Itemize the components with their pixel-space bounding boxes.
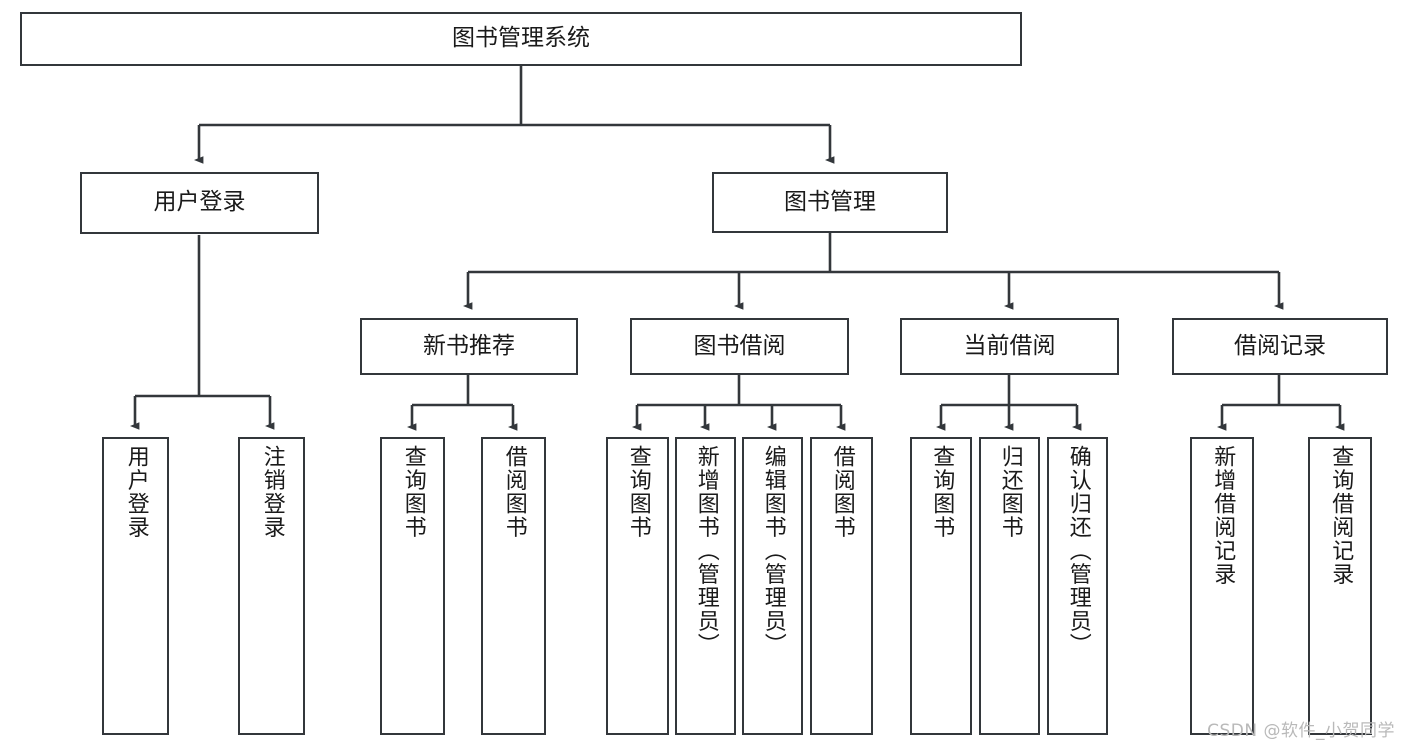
- node-label: 查询图书: [929, 445, 955, 539]
- leaf-current-query-book[interactable]: 查询图书: [910, 437, 972, 735]
- node-label: 查询借阅记录: [1328, 445, 1354, 586]
- node-book-management[interactable]: 图书管理: [712, 172, 948, 233]
- node-label: 新书推荐: [423, 332, 515, 359]
- node-user-login[interactable]: 用户登录: [80, 172, 319, 234]
- leaf-borrow-query-book[interactable]: 查询图书: [606, 437, 669, 735]
- node-borrow-record[interactable]: 借阅记录: [1172, 318, 1388, 375]
- node-label: 注销登录: [259, 445, 285, 539]
- node-label: 当前借阅: [963, 332, 1056, 359]
- node-label: 确认归还（管理员）: [1065, 445, 1091, 657]
- node-current-borrow[interactable]: 当前借阅: [900, 318, 1119, 375]
- node-label: 图书管理: [784, 188, 876, 215]
- leaf-borrow-lend-book[interactable]: 借阅图书: [810, 437, 873, 735]
- node-label: 归还图书: [997, 445, 1023, 539]
- leaf-borrow-add-book[interactable]: 新增图书（管理员）: [675, 437, 736, 735]
- watermark-text: CSDN @软件_小贺同学: [1207, 721, 1395, 741]
- node-label: 图书借阅: [693, 332, 786, 359]
- node-label: 编辑图书（管理员）: [760, 445, 786, 657]
- leaf-user-logout[interactable]: 注销登录: [238, 437, 305, 735]
- node-label: 借阅图书: [829, 445, 855, 539]
- leaf-user-login[interactable]: 用户登录: [102, 437, 169, 735]
- node-label: 查询图书: [400, 445, 426, 539]
- node-book-borrow[interactable]: 图书借阅: [630, 318, 849, 375]
- node-new-book-recommend[interactable]: 新书推荐: [360, 318, 578, 375]
- leaf-borrow-edit-book[interactable]: 编辑图书（管理员）: [742, 437, 803, 735]
- leaf-newbook-query-book[interactable]: 查询图书: [380, 437, 445, 735]
- leaf-current-confirm-return[interactable]: 确认归还（管理员）: [1047, 437, 1108, 735]
- node-label: 新增图书（管理员）: [693, 445, 719, 657]
- leaf-current-return-book[interactable]: 归还图书: [979, 437, 1040, 735]
- node-label: 借阅图书: [501, 445, 527, 539]
- node-label: 借阅记录: [1234, 332, 1326, 359]
- node-label: 图书管理系统: [452, 25, 590, 52]
- node-root-system[interactable]: 图书管理系统: [20, 12, 1022, 66]
- node-label: 用户登录: [153, 189, 246, 216]
- node-label: 用户登录: [123, 445, 149, 539]
- node-label: 查询图书: [625, 445, 651, 539]
- leaf-record-query-record[interactable]: 查询借阅记录: [1308, 437, 1372, 735]
- leaf-newbook-borrow-book[interactable]: 借阅图书: [481, 437, 546, 735]
- node-label: 新增借阅记录: [1210, 445, 1236, 586]
- leaf-record-add-record[interactable]: 新增借阅记录: [1190, 437, 1254, 735]
